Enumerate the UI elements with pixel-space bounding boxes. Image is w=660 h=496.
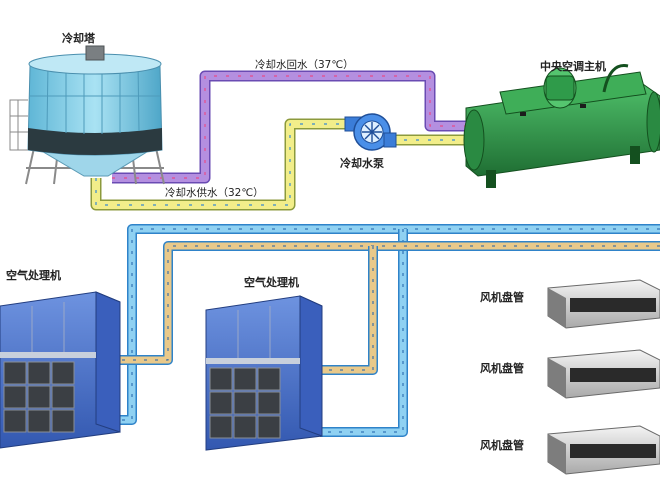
fan-coil-unit-3 [547, 425, 660, 475]
fan-coil-unit-1 [547, 279, 660, 329]
cooling-tower [9, 45, 165, 185]
cooling-water-pump [344, 113, 397, 151]
fan-coil-unit-2 [547, 349, 660, 399]
air-handling-unit-right [205, 295, 323, 451]
label-cooling-tower: 冷却塔 [62, 31, 96, 45]
label-chiller: 中央空调主机 [540, 59, 606, 73]
supply-water-pipe [90, 118, 470, 211]
chilled-water-supply-pipe [100, 224, 660, 437]
label-ahu-left: 空气处理机 [6, 268, 61, 282]
chiller-unit [463, 64, 660, 188]
label-fcu-3: 风机盘管 [480, 438, 524, 452]
label-fcu-2: 风机盘管 [480, 361, 524, 375]
label-supply-water: 冷却水供水（32℃） [165, 186, 264, 199]
chilled-water-return-pipe [100, 241, 660, 375]
return-water-pipe [112, 70, 470, 184]
air-handling-unit-left [0, 291, 121, 449]
label-pump: 冷却水泵 [340, 156, 384, 170]
label-fcu-1: 风机盘管 [480, 290, 524, 304]
label-return-water: 冷却水回水（37℃） [255, 58, 354, 71]
label-ahu-right: 空气处理机 [244, 275, 299, 289]
